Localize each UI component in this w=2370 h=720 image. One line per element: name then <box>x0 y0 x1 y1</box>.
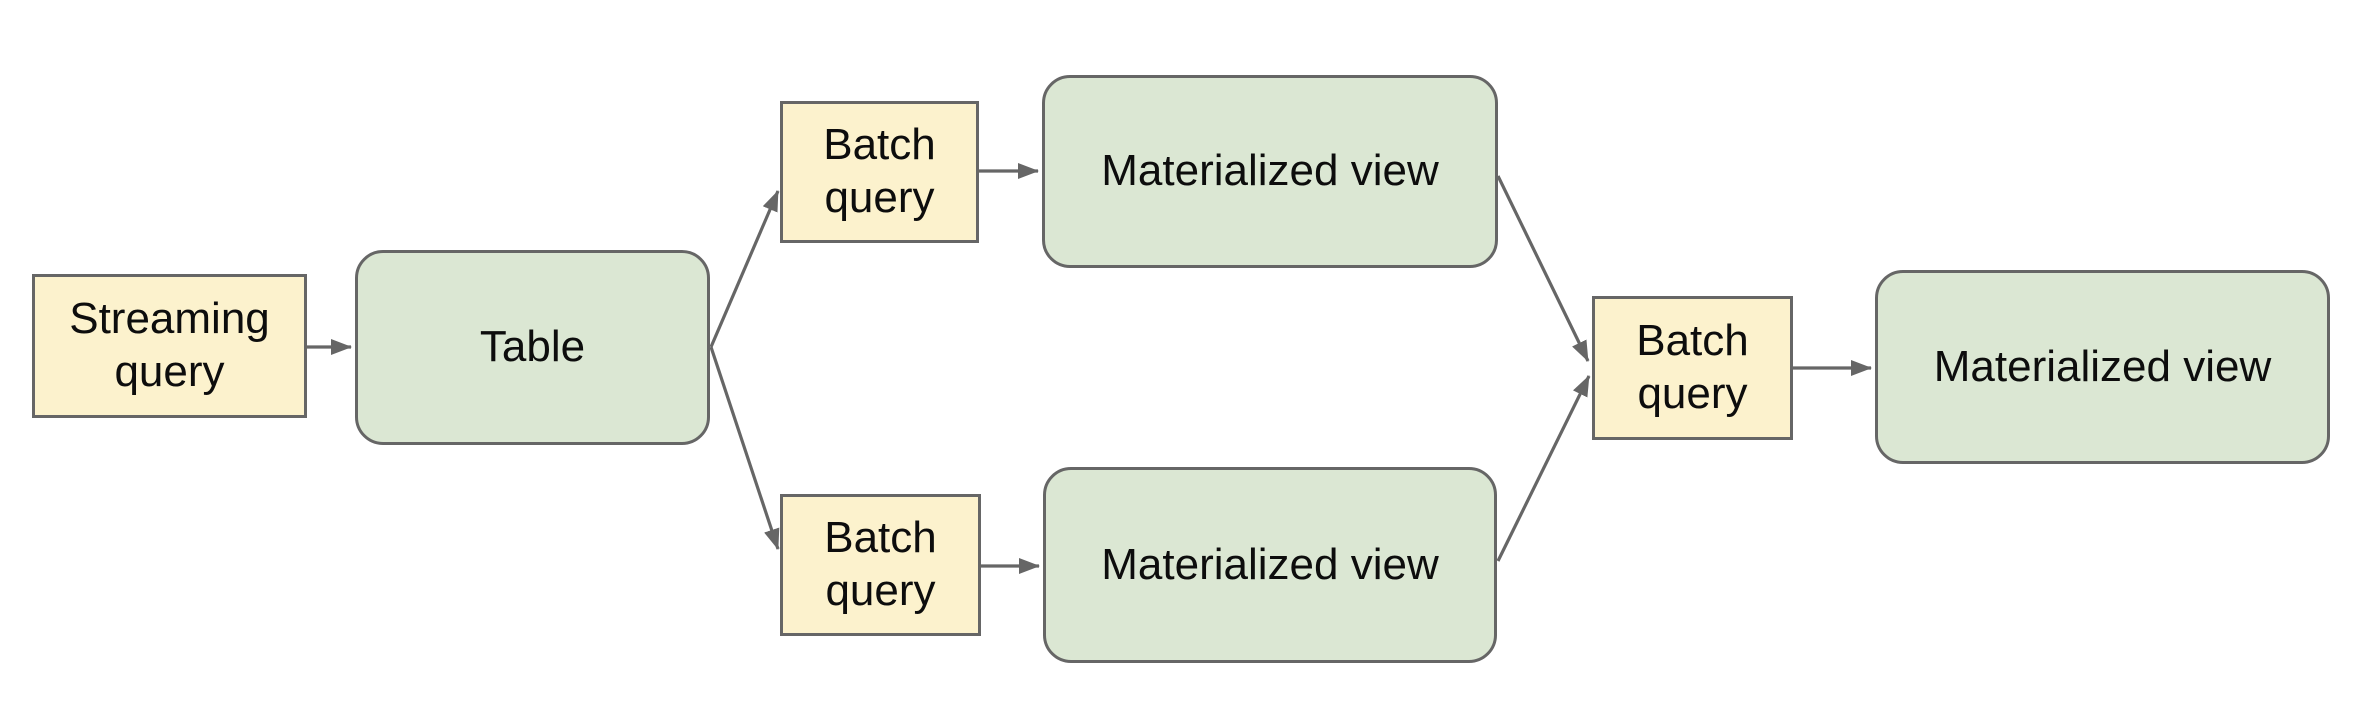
node-materialized-view-top-label: Materialized view <box>1101 146 1439 196</box>
node-materialized-view-top: Materialized view <box>1042 75 1498 268</box>
node-materialized-view-final: Materialized view <box>1875 270 2330 464</box>
node-materialized-view-final-label: Materialized view <box>1933 341 2272 391</box>
node-materialized-view-bottom-label: Materialized view <box>1101 539 1439 589</box>
node-streaming-query-label: Streaming query <box>69 294 270 396</box>
node-table: Table <box>355 250 710 445</box>
node-batch-query-top: Batch query <box>780 101 979 243</box>
edge-table-to-batch-query-top <box>709 190 780 348</box>
edge-mv-bottom-to-batch-query-merge <box>1496 375 1591 562</box>
node-materialized-view-bottom: Materialized view <box>1043 467 1497 663</box>
node-streaming-query: Streaming query <box>32 274 307 418</box>
edge-mv-top-to-batch-query-merge <box>1496 175 1590 362</box>
node-batch-query-bottom: Batch query <box>780 494 981 636</box>
node-table-label: Table <box>479 322 586 372</box>
node-batch-query-merge-label: Batch query <box>1636 316 1749 418</box>
node-batch-query-bottom-label: Batch query <box>824 513 937 615</box>
node-batch-query-merge: Batch query <box>1592 296 1793 440</box>
edge-table-to-batch-query-bottom <box>709 346 780 550</box>
node-batch-query-top-label: Batch query <box>823 120 936 222</box>
